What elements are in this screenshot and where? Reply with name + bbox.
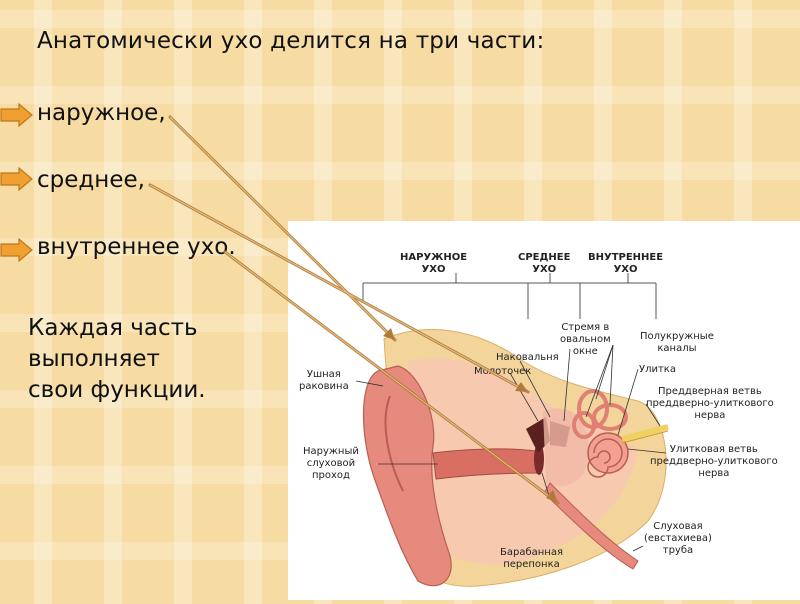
bullet-arrow-icon bbox=[0, 237, 33, 263]
bullet-middle-ear: среднее, bbox=[37, 167, 145, 193]
slide-heading: Анатомически ухо делится на три части: bbox=[37, 28, 545, 54]
label-incus: Наковальня bbox=[496, 352, 559, 363]
label-ear-canal: Наружный слуховой проход bbox=[303, 446, 359, 481]
header-middle-ear: СРЕДНЕЕ УХО bbox=[518, 252, 571, 275]
header-outer-ear: НАРУЖНОЕ УХО bbox=[400, 252, 468, 275]
label-eardrum: Барабанная перепонка bbox=[500, 547, 563, 570]
label-eustachian-tube: Слуховая (евстахиева) труба bbox=[644, 521, 712, 556]
label-malleus: Молоточек bbox=[474, 366, 532, 377]
bullet-outer-ear: наружное, bbox=[37, 100, 166, 126]
bullet-arrow-icon bbox=[0, 102, 33, 128]
paragraph-line: свои функции. bbox=[28, 377, 206, 403]
paragraph-line: Каждая часть bbox=[28, 315, 198, 341]
label-auricle: Ушная раковина bbox=[299, 369, 349, 392]
label-cochlea: Улитка bbox=[639, 364, 676, 375]
header-inner-ear: ВНУТРЕННЕЕ УХО bbox=[588, 252, 664, 275]
paragraph-line: выполняет bbox=[28, 346, 160, 372]
label-semicircular-canals: Полукружные каналы bbox=[640, 331, 714, 354]
label-stapes: Стремя в овальном окне bbox=[560, 322, 611, 357]
ear-anatomy-figure: НАРУЖНОЕ УХО СРЕДНЕЕ УХО ВНУТРЕННЕЕ УХО … bbox=[288, 221, 800, 600]
label-cochlear-branch: Улитковая ветвь преддверно-улиткового не… bbox=[650, 444, 778, 479]
bullet-inner-ear: внутреннее ухо. bbox=[37, 234, 236, 260]
function-paragraph: Каждая часть выполняет свои функции. bbox=[28, 313, 206, 406]
label-vestibular-branch: Преддверная ветвь преддверно-улиткового … bbox=[646, 386, 774, 421]
bullet-arrow-icon bbox=[0, 166, 33, 192]
